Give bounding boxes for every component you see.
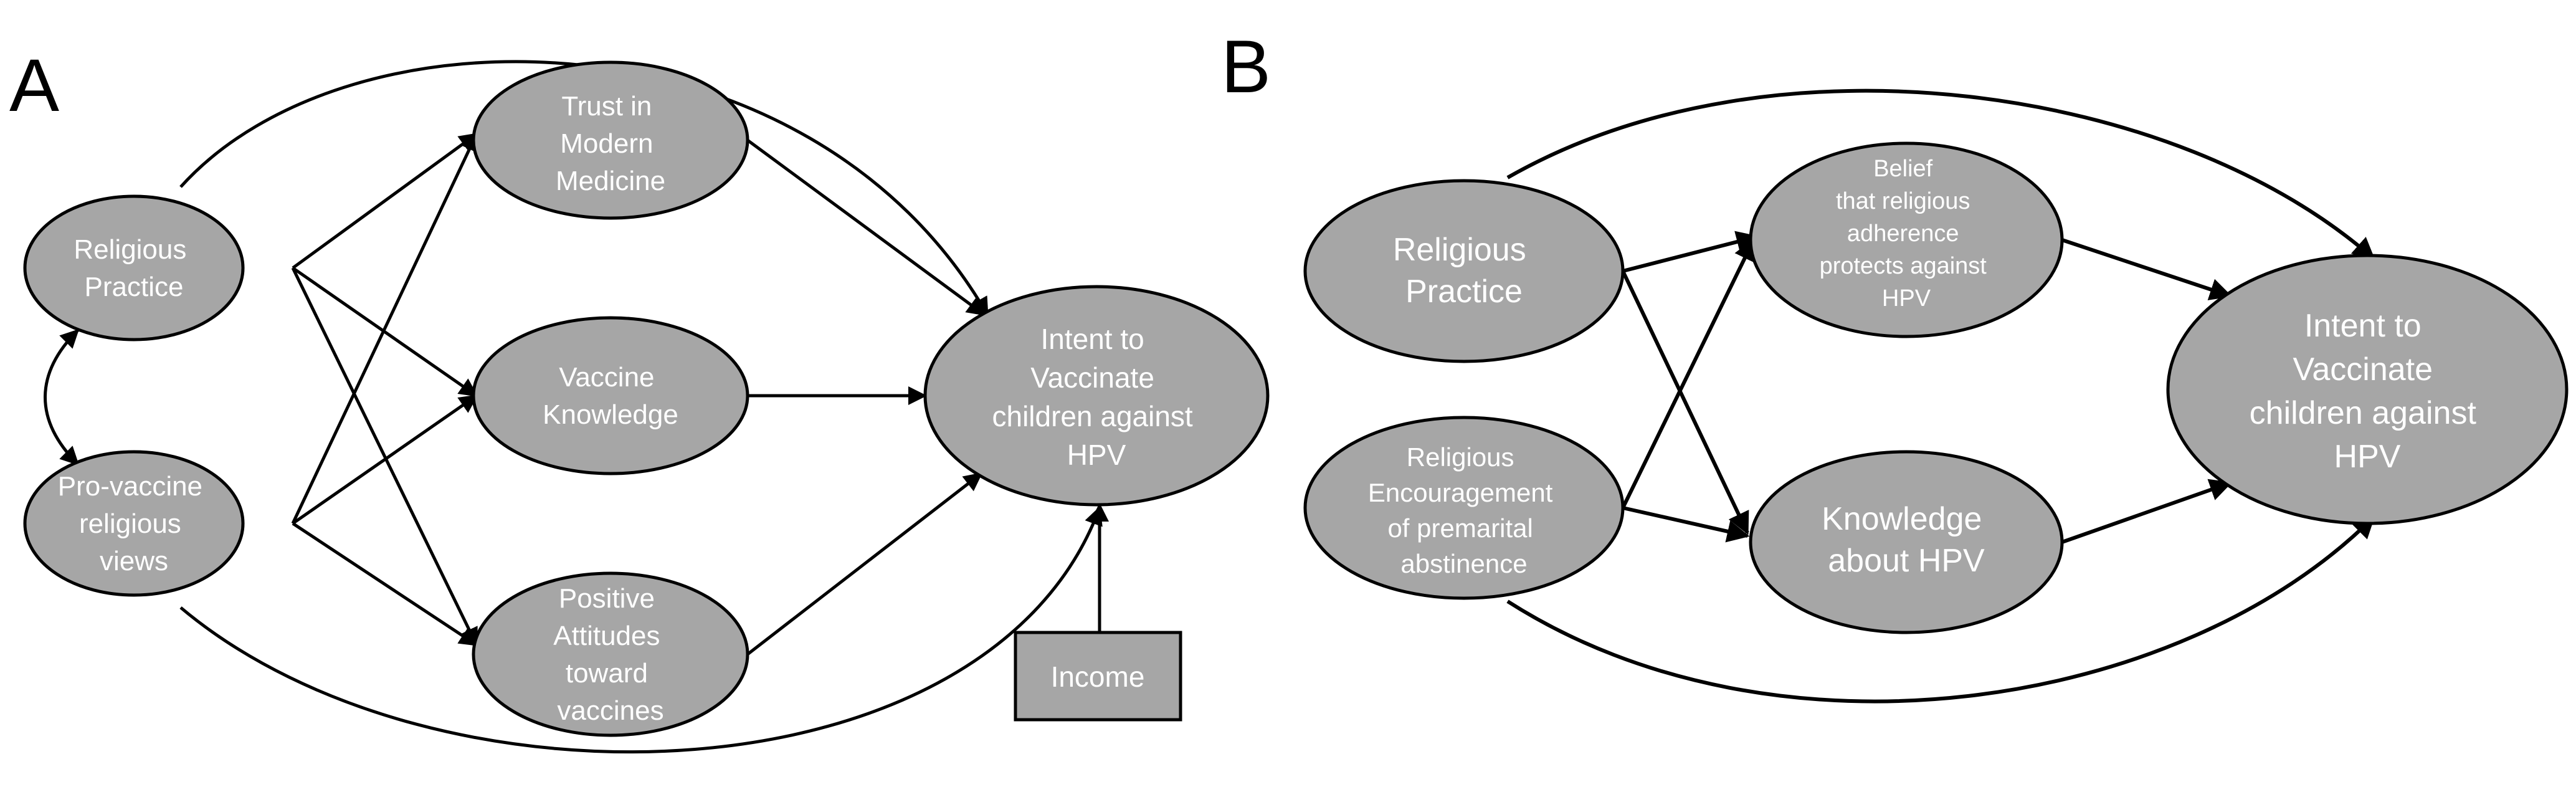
node-intent-a: Intent to Vaccinate children against HPV xyxy=(923,285,1270,507)
edge-trust-intent xyxy=(746,138,986,317)
node-religious-practice-b: Religious Practice xyxy=(1303,179,1625,363)
edge-knowledge-hpv-intent xyxy=(2061,479,2233,544)
edge-encouragement-intent-curve-b xyxy=(1506,515,2375,704)
node-intent-b: Intent to Vaccinate children against HPV xyxy=(2166,254,2569,525)
node-belief-adherence: Belief that religious adherence protects… xyxy=(1749,141,2064,338)
node-positive-attitudes: Positive Attitudes toward vaccines xyxy=(472,571,749,737)
edge-views-knowledge xyxy=(292,394,478,525)
node-label: Belief that religious adherence protects… xyxy=(1820,156,1994,312)
node-label: Income xyxy=(1051,661,1145,693)
edge-belief-intent xyxy=(2061,238,2233,300)
node-label: Knowledge about HPV xyxy=(1822,501,1991,579)
edge-encouragement-belief xyxy=(1621,237,1756,509)
node-label: Positive Attitudes toward vaccines xyxy=(553,583,667,726)
panel-a: A Religious Practice xyxy=(9,44,1270,754)
edge-practice-trust xyxy=(292,132,478,270)
node-trust-modern-medicine: Trust in Modern Medicine xyxy=(472,60,749,220)
node-income: Income xyxy=(1014,631,1182,722)
edge-views-attitudes xyxy=(292,522,478,647)
panel-b: B Religious Practice Religious Encour xyxy=(1221,25,2569,704)
panel-b-edges xyxy=(1506,88,2375,704)
edge-practice-views-bidirectional xyxy=(44,328,80,466)
panel-a-label: A xyxy=(9,44,59,127)
edge-practice-belief xyxy=(1622,231,1759,273)
panel-b-label: B xyxy=(1221,25,1271,108)
edge-views-trust xyxy=(291,132,478,525)
node-religious-practice-a: Religious Practice xyxy=(23,194,245,341)
node-label: Vaccine Knowledge xyxy=(543,362,678,430)
node-label: Religious Encouragement of premarital ab… xyxy=(1368,442,1560,578)
edge-practice-attitudes xyxy=(291,267,478,647)
node-knowledge-about-hpv: Knowledge about HPV xyxy=(1749,450,2064,634)
node-label: Intent to Vaccinate children against HPV xyxy=(2250,308,2486,475)
node-label: Religious Practice xyxy=(1393,232,1535,310)
node-label: Pro-vaccine religious views xyxy=(58,471,211,576)
edge-encouragement-knowledge-hpv xyxy=(1622,506,1750,543)
node-pro-vaccine-views: Pro-vaccine religious views xyxy=(23,450,245,597)
edge-attitudes-intent xyxy=(746,472,983,656)
node-label: Intent to Vaccinate children against HPV xyxy=(992,323,1201,471)
edge-views-intent-curve xyxy=(179,506,1103,754)
edge-practice-intent-curve-b xyxy=(1506,88,2375,260)
node-vaccine-knowledge: Vaccine Knowledge xyxy=(472,316,749,475)
node-religious-encouragement: Religious Encouragement of premarital ab… xyxy=(1303,416,1625,600)
node-label: Trust in Modern Medicine xyxy=(556,91,665,196)
node-label: Religious Practice xyxy=(74,234,194,302)
panel-a-edges xyxy=(44,60,1109,754)
edge-practice-knowledge-hpv xyxy=(1621,270,1749,535)
